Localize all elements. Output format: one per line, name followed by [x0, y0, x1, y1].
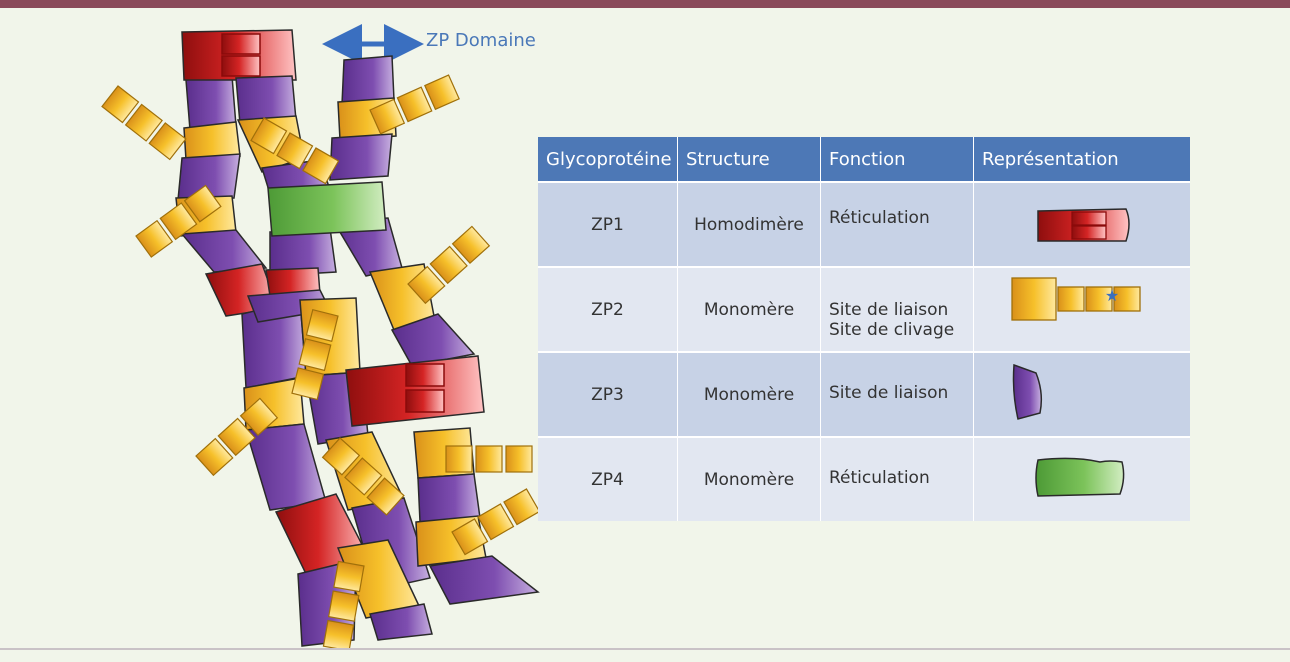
function-line: Réticulation [829, 468, 973, 488]
glycoprotein-table: Glycoprotéine Structure Fonction Représe… [538, 137, 1190, 521]
table-row: ZP3 Monomère Site de liaison [538, 351, 1190, 436]
purple-segment [418, 474, 480, 522]
function-line: Site de liaison [829, 383, 973, 403]
header-structure: Structure [678, 137, 821, 181]
purple-segment [330, 134, 392, 180]
green-segment [268, 182, 386, 236]
function-cell: Réticulation [821, 183, 974, 266]
table-header: Glycoprotéine Structure Fonction Représe… [538, 137, 1190, 181]
glycoprotein-cell: ZP2 [538, 268, 678, 351]
zp4-green-block-icon [974, 438, 1190, 521]
function-cell: Site de liaison Site de clivage [821, 268, 974, 351]
zp3-purple-block-icon [974, 353, 1190, 436]
glycoprotein-cell: ZP1 [538, 183, 678, 266]
structure-cell: Monomère [678, 268, 821, 351]
header-function: Fonction [821, 137, 974, 181]
side-chain [102, 86, 186, 159]
purple-segment [430, 556, 538, 604]
function-cell: Site de liaison [821, 353, 974, 436]
table-row: ZP1 Homodimère Réticulation [538, 181, 1190, 266]
function-cell: Réticulation [821, 438, 974, 521]
purple-segment [186, 76, 236, 130]
zp1-red-dimer-icon [974, 183, 1190, 266]
purple-segment [246, 424, 326, 510]
purple-segment [342, 56, 394, 104]
function-line: Site de liaison [829, 300, 973, 320]
representation-cell: ★ [974, 268, 1190, 351]
zp2-yellow-chain-icon: ★ [974, 268, 1190, 351]
top-accent-bar [0, 0, 1290, 8]
table-row: ZP4 Monomère Réticulation [538, 436, 1190, 521]
side-chain [446, 446, 532, 472]
representation-cell [974, 438, 1190, 521]
function-line: Réticulation [829, 208, 973, 228]
bottom-border [0, 648, 1290, 650]
zp-domain-label: ZP Domaine [426, 30, 536, 51]
representation-cell [974, 183, 1190, 266]
structure-cell: Monomère [678, 353, 821, 436]
glycoprotein-cell: ZP3 [538, 353, 678, 436]
table-row: ZP2 Monomère Site de liaison Site de cli… [538, 266, 1190, 351]
function-line: Site de clivage [829, 320, 973, 340]
header-glycoprotein: Glycoprotéine [538, 137, 678, 181]
header-representation: Représentation [974, 137, 1190, 181]
structure-cell: Homodimère [678, 183, 821, 266]
structure-cell: Monomère [678, 438, 821, 521]
representation-cell [974, 353, 1190, 436]
glycoprotein-cell: ZP4 [538, 438, 678, 521]
star-icon: ★ [1105, 286, 1119, 305]
